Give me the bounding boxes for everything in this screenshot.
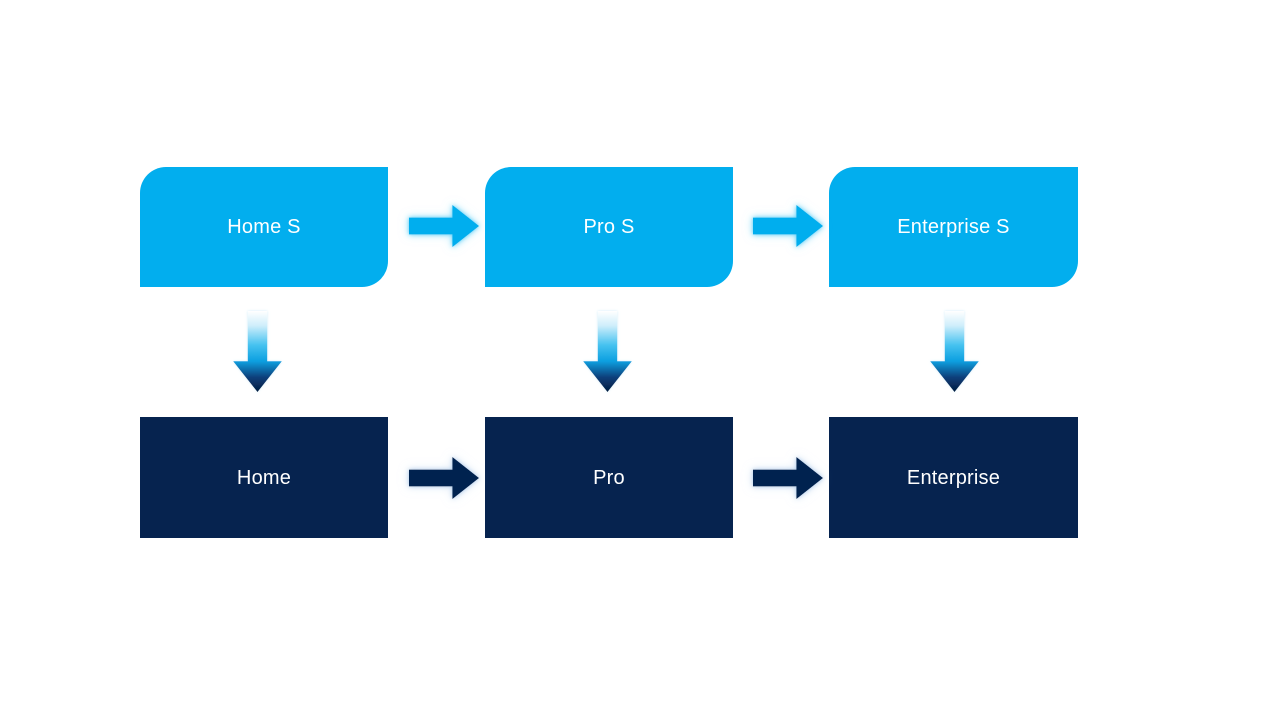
arrow-right-pro-s-to-enterprise-s: [753, 200, 823, 252]
arrow-down-enterprise-s-to-enterprise: [928, 311, 981, 392]
arrow-down-pro-s-to-pro: [581, 311, 634, 392]
arrow-right-home-to-pro: [409, 452, 479, 504]
node-enterprise-label: Enterprise: [906, 466, 1001, 489]
node-pro-s-label: Pro S: [583, 216, 635, 238]
node-home-label: Home: [236, 466, 292, 489]
node-enterprise-s[interactable]: Enterprise S: [829, 167, 1078, 287]
node-enterprise[interactable]: Enterprise: [829, 417, 1078, 538]
arrow-down-icon: [233, 311, 282, 392]
arrow-right-icon: [753, 205, 823, 247]
node-enterprise-s-label: Enterprise S: [897, 216, 1010, 238]
arrow-right-icon: [409, 457, 479, 499]
node-pro-label: Pro: [593, 466, 625, 489]
arrow-right-icon: [409, 205, 479, 247]
node-pro[interactable]: Pro: [485, 417, 733, 538]
node-pro-s[interactable]: Pro S: [485, 167, 733, 287]
arrow-down-icon: [930, 311, 979, 392]
node-home-s[interactable]: Home S: [140, 167, 388, 287]
arrow-right-home-s-to-pro-s: [409, 200, 479, 252]
arrow-down-icon: [583, 311, 632, 392]
arrow-down-home-s-to-home: [231, 311, 284, 392]
node-home[interactable]: Home: [140, 417, 388, 538]
arrow-right-icon: [753, 457, 823, 499]
node-home-s-label: Home S: [227, 216, 301, 238]
arrow-right-pro-to-enterprise: [753, 452, 823, 504]
